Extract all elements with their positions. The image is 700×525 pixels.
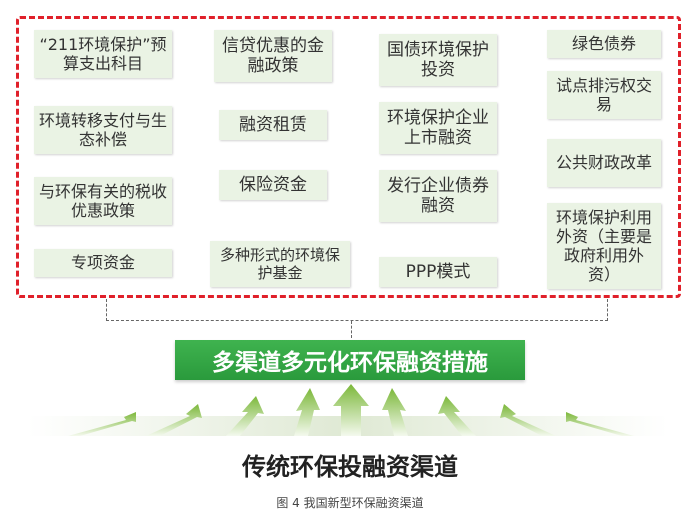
traditional-channels-title: 传统环保投融资渠道 <box>242 453 458 481</box>
measure-box-tax-incentive: 与环保有关的税收优惠政策 <box>34 177 172 225</box>
measure-box-treasury-bond: 国债环境保护投资 <box>379 34 497 86</box>
measure-box-green-bond: 绿色债券 <box>547 30 661 58</box>
measure-box-foreign-capital: 环境保护利用外资（主要是政府利用外资） <box>547 203 661 289</box>
figure-caption: 图 4 我国新型环保融资渠道 <box>276 496 424 510</box>
dashed-connector-stem <box>351 321 352 338</box>
measure-box-listing-finance: 环境保护企业上市融资 <box>379 102 497 154</box>
measure-box-211-budget: “211环境保护”预算支出科目 <box>34 30 172 78</box>
measure-box-corporate-bond: 发行企业债券融资 <box>379 170 497 222</box>
measure-box-public-finance: 公共财政改革 <box>547 139 661 187</box>
dashed-connector <box>106 299 608 321</box>
multichannel-measures-banner: 多渠道多元化环保融资措施 <box>175 340 525 380</box>
measure-box-credit-policy: 信贷优惠的金融政策 <box>214 30 332 82</box>
measures-frame <box>16 16 681 298</box>
measure-box-special-fund: 专项资金 <box>34 249 172 277</box>
measure-box-financial-leasing: 融资租赁 <box>219 110 327 140</box>
measure-box-transfer-payment: 环境转移支付与生态补偿 <box>34 106 172 154</box>
measure-box-insurance-fund: 保险资金 <box>219 170 327 200</box>
upward-arrows-graphic <box>28 384 668 436</box>
measure-box-ppp: PPP模式 <box>379 257 497 287</box>
measure-box-env-fund: 多种形式的环境保护基金 <box>210 241 350 287</box>
measure-box-emission-trading: 试点排污权交易 <box>547 71 661 119</box>
